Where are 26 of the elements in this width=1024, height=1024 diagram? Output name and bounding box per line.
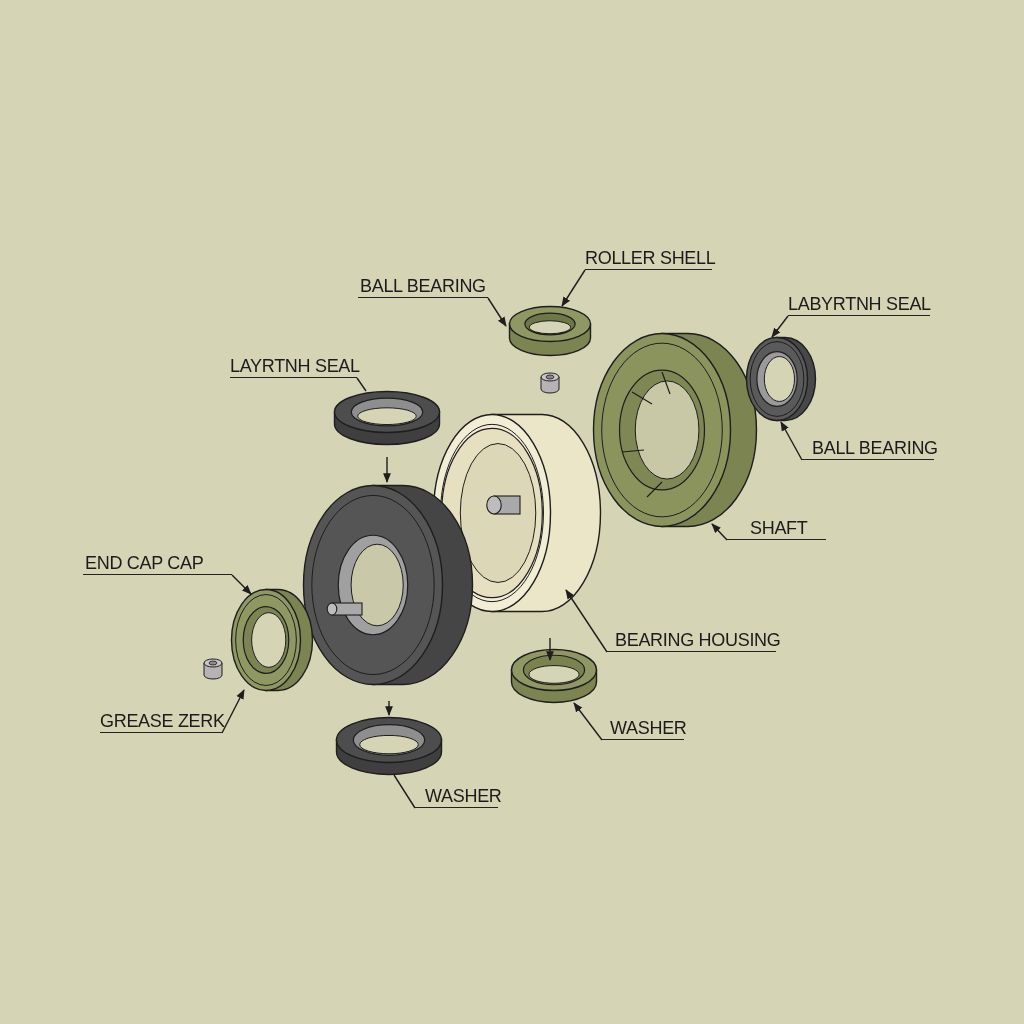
arrow xyxy=(546,637,554,661)
leader-line xyxy=(356,377,367,392)
leader-line xyxy=(393,774,416,809)
washer-drawing xyxy=(335,716,443,776)
part-label: LABYRTNH SEAL xyxy=(788,292,930,316)
leader-line xyxy=(771,315,789,338)
ring-drawing xyxy=(508,305,592,357)
disc-drawing xyxy=(302,484,474,686)
leader-line xyxy=(711,523,728,541)
arrow xyxy=(383,456,391,483)
part-label: WASHER xyxy=(602,716,684,740)
leader-line xyxy=(231,574,252,595)
ring-drawing xyxy=(230,588,314,692)
part-label: SHAFT xyxy=(727,516,826,540)
leader-line xyxy=(565,589,608,653)
part-label: END CAP CAP xyxy=(83,551,232,575)
ring-drawing xyxy=(745,336,817,422)
part-label: BALL BEARING xyxy=(358,274,488,298)
leader-line xyxy=(221,689,245,734)
seal-drawing xyxy=(333,390,441,446)
leader-line xyxy=(561,269,586,307)
arrow xyxy=(385,700,393,716)
leader-line xyxy=(487,297,507,327)
washer-drawing xyxy=(510,648,598,704)
leader-line xyxy=(780,421,803,461)
leader-line xyxy=(573,702,603,741)
